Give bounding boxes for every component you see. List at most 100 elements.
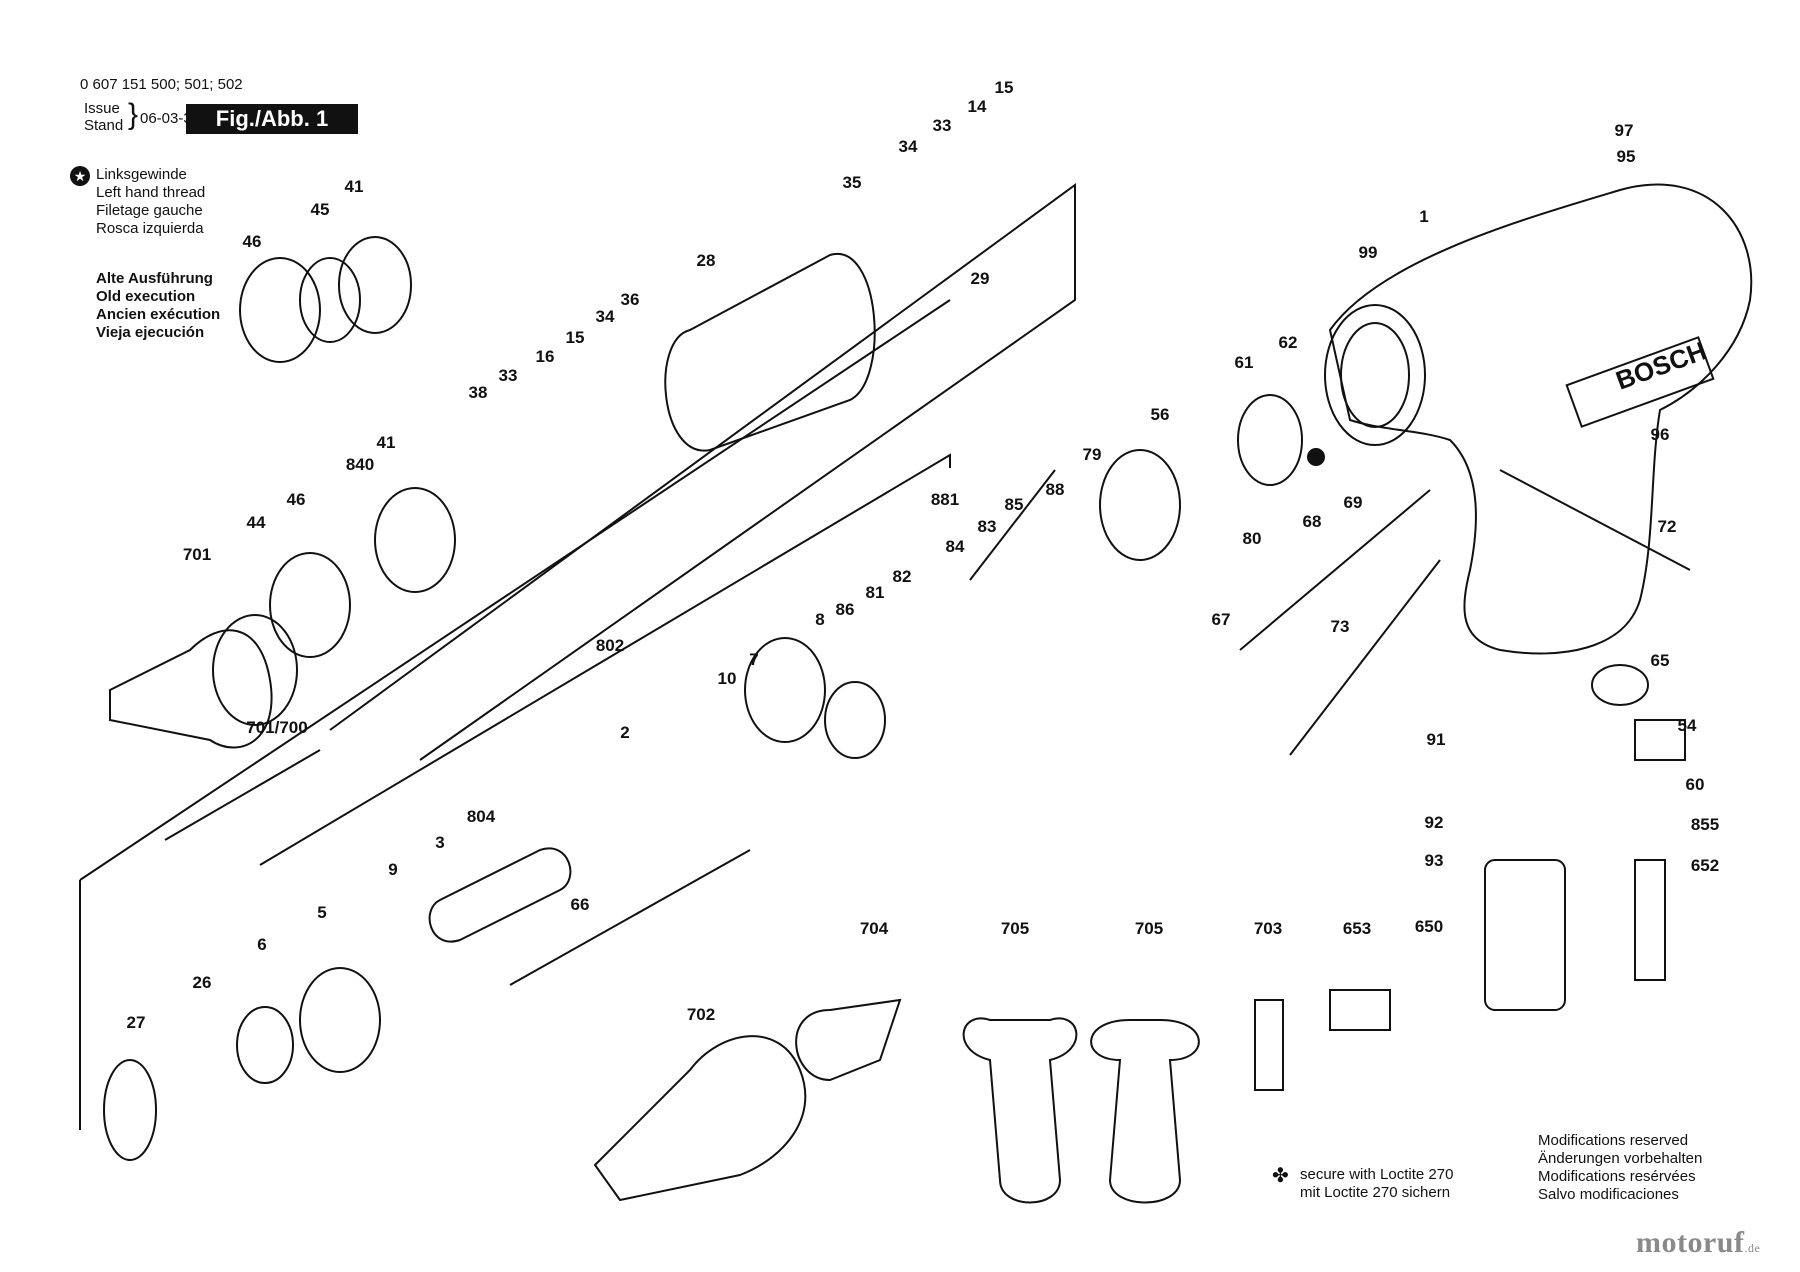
part-label: 80 [1243,529,1262,548]
part-label: 92 [1425,813,1444,832]
part-label: 95 [1617,147,1636,166]
part-label: 804 [467,807,496,826]
side-handle-2 [1090,1019,1200,1204]
part-label: 88 [1046,480,1065,499]
part-label: 67 [1212,610,1231,629]
part-label: 14 [968,97,987,116]
part-label: 38 [469,383,488,402]
part-label: 705 [1135,919,1163,938]
keyless-chuck [593,1035,807,1202]
part-label: 7 [749,650,758,669]
ring-46 [269,552,351,658]
part-label: 45 [311,200,330,219]
rod-73b [1289,559,1441,756]
issue-date: 06-03-30 [140,110,201,127]
part-label: 855 [1691,815,1719,834]
bracket-line-a [259,453,951,866]
legend-old-es: Vieja ejecución [96,324,205,341]
part-label: 84 [946,537,965,556]
lower-guide-line [79,299,951,881]
part-label: 652 [1691,856,1719,875]
part-label: 33 [499,366,518,385]
part-label: 56 [1151,405,1170,424]
chuck-sleeve [212,614,298,726]
part-label: 29 [971,269,990,288]
star-circle-icon: ★ [70,166,90,186]
note-loctite-en: secure with Loctite 270 [1300,1166,1454,1183]
part-label: 81 [866,583,885,602]
part-label: 69 [1344,493,1363,512]
figure-badge: Fig./Abb. 1 [186,104,358,134]
part-label: 36 [621,290,640,309]
part-label: 54 [1678,716,1697,735]
chuck-key-rod [164,749,321,841]
silencer-650 [1484,859,1566,1011]
part-label: 33 [933,116,952,135]
note-loctite-de: mit Loctite 270 sichern [1300,1184,1451,1201]
part-label: 704 [860,919,889,938]
part-label: 93 [1425,851,1444,870]
watermark-brand: motoruf.de [1636,1226,1760,1260]
clover-icon: ✤ [1272,1165,1289,1187]
part-label: 86 [836,600,855,619]
part-label: 705 [1001,919,1029,938]
housing-body [1328,183,1753,655]
end-plate-7 [744,637,826,743]
bearing-41 [374,487,456,593]
part-number: 0 607 151 500; 501; 502 [80,76,243,93]
brand-tld: .de [1744,1241,1761,1255]
part-label: 8 [815,610,824,629]
bearing-41-old [338,236,412,334]
fitting-54 [1634,719,1686,761]
keyed-chuck [109,629,273,749]
part-label: 701 [183,545,211,564]
part-label: 35 [843,173,862,192]
part-label: 99 [1359,243,1378,262]
part-label: 46 [287,490,306,509]
housing-bore-inner [1340,322,1410,428]
part-label: 15 [995,78,1014,97]
part-label: 62 [1279,333,1298,352]
part-label: 96 [1651,425,1670,444]
pin-72 [1499,469,1691,571]
rotor [428,847,572,943]
issue-brace: } [128,98,139,131]
part-label: 34 [899,137,918,156]
part-label: 10 [718,669,737,688]
part-label: 97 [1615,121,1634,140]
hose-nipple-652 [1634,859,1666,981]
part-label: 72 [1658,517,1677,536]
part-label: 6 [257,935,266,954]
part-label: 79 [1083,445,1102,464]
bearing-8 [824,681,886,759]
part-label: 68 [1303,512,1322,531]
part-label: 3 [435,833,444,852]
fitting-703 [1254,999,1284,1091]
part-label: 83 [978,517,997,536]
part-label: 91 [1427,730,1446,749]
part-label: 2 [620,723,629,742]
handle-ring [795,998,902,1082]
end-plate-5 [299,967,381,1073]
part-label: 60 [1686,775,1705,794]
part-label: 65 [1651,651,1670,670]
bracket-line-b [969,469,1056,581]
part-label: 1 [1419,207,1428,226]
part-label: 46 [243,232,262,251]
part-label: 15 [566,328,585,347]
part-label: 66 [571,895,590,914]
bearing-6 [236,1006,294,1084]
part-label: 650 [1415,917,1443,936]
legend-old-en: Old execution [96,288,196,305]
part-label: 28 [697,251,716,270]
part-label: 9 [388,860,397,879]
note-mod-es: Salvo modificaciones [1538,1186,1679,1203]
ball-68 [1307,448,1325,466]
legend-thread-es: Rosca izquierda [96,220,204,237]
rod-66 [509,849,751,986]
part-label: 61 [1235,353,1254,372]
part-label: 16 [536,347,555,366]
part-label: 82 [893,567,912,586]
